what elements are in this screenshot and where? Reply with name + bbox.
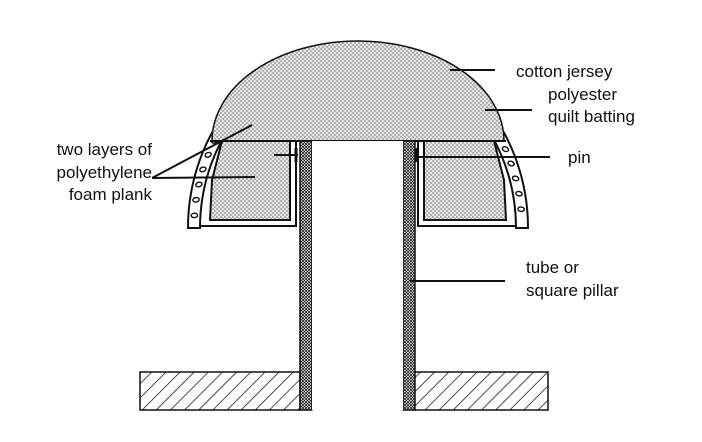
label-foam-plank: foam plank [69,185,153,204]
label-square-pillar: square pillar [526,281,619,300]
foam-plank-left [200,140,297,227]
batting-loop [507,160,515,167]
label-polyester: polyester [548,85,617,104]
leader-lines [151,69,550,282]
batting-loop [192,196,200,203]
label-cotton-jersey: cotton jersey [516,62,613,81]
batting-loop [517,206,525,213]
foam-plank-right [417,140,516,227]
label-polyethylene: polyethylene [57,163,152,182]
label-two-layers: two layers of [57,140,153,159]
ground [139,371,549,411]
label-tube: tube or [526,258,579,277]
label-quilt-batting: quilt batting [548,107,635,126]
batting-loop [511,175,520,182]
foam-plank-top [211,40,505,142]
tube-pillar [299,140,416,411]
pin-icon [274,148,440,162]
batting-loop [199,166,207,173]
batting-loop [204,151,212,158]
batting-loop [190,212,199,219]
batting-loop [515,190,523,197]
batting-loop [195,181,203,188]
label-pin: pin [568,148,591,167]
batting-loop [501,145,510,153]
